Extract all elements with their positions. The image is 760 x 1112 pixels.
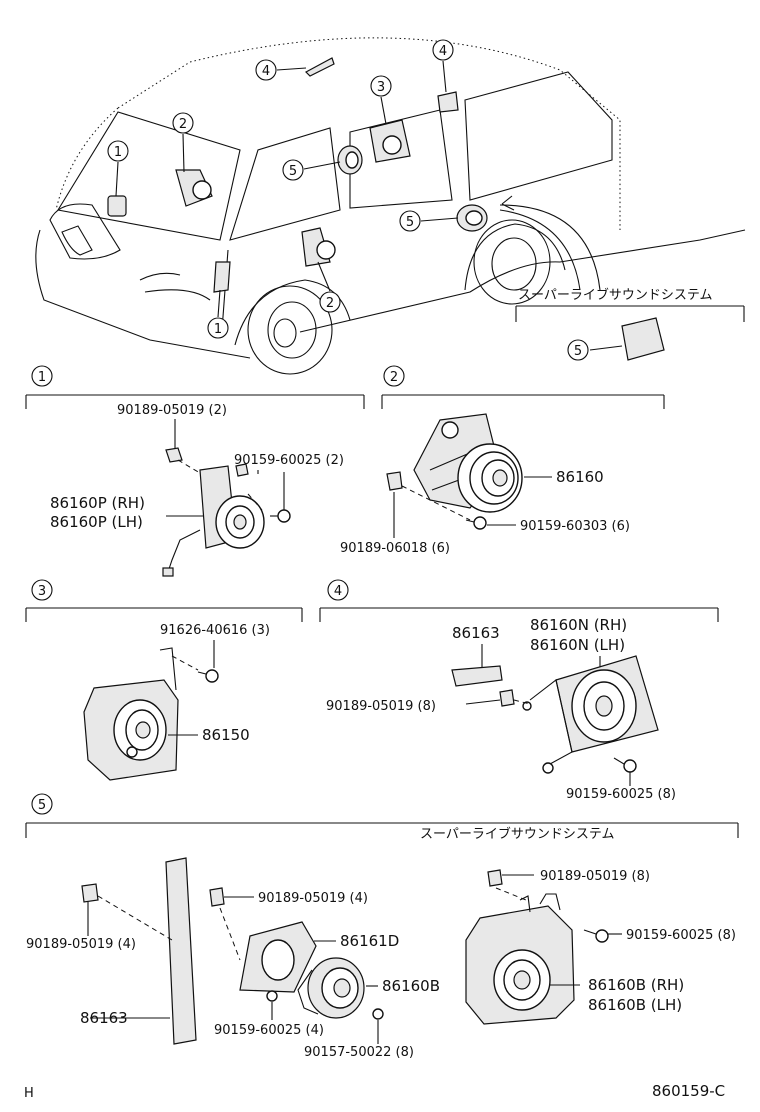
screw-60303-icon (473, 516, 487, 530)
part-number-90189-05019-left: 90189-05019 (4) (26, 937, 136, 952)
section-3: 3 91626-40616 (3) 86150 (25, 579, 303, 781)
part-number-90159-60025-right: 90159-60025 (8) (626, 928, 736, 943)
svg-text:5: 5 (38, 798, 46, 813)
footer-left-code: H (24, 1086, 34, 1101)
part-86160N-lh: 86160N (LH) (530, 636, 625, 654)
part-86160B-lh: 86160B (LH) (588, 996, 682, 1014)
section-1: 1 90189-05019 (2) 90159-60025 (2) 86160P… (25, 365, 365, 577)
part-number-90159-60025-s1: 90159-60025 (2) (234, 453, 344, 468)
svg-text:1: 1 (214, 322, 222, 337)
svg-text:1: 1 (38, 370, 46, 385)
overview-super-live-label: スーパーライブサウンドシステム (518, 287, 712, 303)
screw-right-s5-icon (595, 929, 609, 943)
svg-text:3: 3 (38, 584, 46, 599)
diagram-code: 860159-C (652, 1082, 725, 1100)
svg-text:3: 3 (377, 80, 385, 95)
part-number-90189-06018: 90189-06018 (6) (340, 541, 450, 556)
section-3-number (31, 579, 53, 601)
nut-left-s5 (81, 883, 99, 903)
part-86161D: 86161D (340, 932, 399, 950)
part-number-90159-60303: 90159-60303 (6) (520, 519, 630, 534)
connector (162, 567, 174, 577)
part-86160B: 86160B (382, 977, 440, 995)
callout-2-front (172, 112, 194, 134)
part-86160B-rh: 86160B (RH) (588, 976, 684, 994)
bracket-86163-s4 (451, 665, 503, 687)
callout-4-left (255, 59, 277, 81)
part-number-91626-40616: 91626-40616 (3) (160, 623, 270, 638)
screw-60025-s5-icon (266, 990, 278, 1002)
screw-40616-icon (205, 669, 219, 683)
svg-text:2: 2 (326, 296, 334, 311)
part-86150: 86150 (202, 726, 250, 744)
callout-1-door (207, 317, 229, 339)
callout-5-super (567, 339, 589, 361)
nut-90189-06018 (386, 471, 403, 491)
small-clip (235, 463, 249, 477)
svg-text:2: 2 (390, 370, 398, 385)
callout-5-mid (282, 159, 304, 181)
callout-2-door (319, 291, 341, 313)
svg-text:4: 4 (262, 64, 270, 79)
section-4: 4 86163 86160N (RH) 86160N (LH) 90189-05… (319, 579, 719, 802)
section-5-super-live-label: スーパーライブサウンドシステム (420, 826, 614, 842)
section-2: 2 86160 90189-06018 (6) 90159-60303 (6) (340, 365, 665, 556)
part-86160P-rh: 86160P (RH) (50, 494, 145, 512)
part-number-90159-60025-s5a: 90159-60025 (4) (214, 1023, 324, 1038)
nut-s4 (499, 689, 515, 707)
part-86160N-rh: 86160N (RH) (530, 616, 627, 634)
part-86160P-lh: 86160P (LH) (50, 513, 143, 531)
svg-text:5: 5 (406, 215, 414, 230)
section-2-number (383, 365, 405, 387)
vehicle-outline (35, 37, 746, 375)
screw-s4-icon (623, 759, 637, 773)
part-number-90189-05019-s4: 90189-05019 (8) (326, 699, 436, 714)
section-5: 5 スーパーライブサウンドシステム 86163 90189-05019 (4) … (25, 793, 739, 1060)
screw-icon (277, 509, 291, 523)
part-number-90157-50022: 90157-50022 (8) (304, 1045, 414, 1060)
overview-callouts: 1 2 1 2 3 5 5 4 4 5 (107, 39, 589, 361)
callout-5-rear (399, 210, 421, 232)
clip-nut (165, 447, 183, 463)
callout-1-front (107, 140, 129, 162)
part-86163-s4: 86163 (452, 624, 500, 642)
svg-text:1: 1 (114, 145, 122, 160)
svg-text:5: 5 (574, 344, 582, 359)
part-number-90159-60025-s4: 90159-60025 (8) (566, 787, 676, 802)
nut-top-s5 (487, 869, 503, 887)
nut-mid-s5 (209, 887, 225, 907)
section-4-number (327, 579, 349, 601)
section-5-number (31, 793, 53, 815)
callout-4-right (432, 39, 454, 61)
svg-text:4: 4 (439, 44, 447, 59)
part-number-90189-05019-top: 90189-05019 (8) (540, 869, 650, 884)
callout-3 (370, 75, 392, 97)
part-86163-s5: 86163 (80, 1009, 128, 1027)
part-86160: 86160 (556, 468, 604, 486)
bracket-86163-s5 (165, 857, 197, 1045)
part-number-90189-05019-s1: 90189-05019 (2) (117, 403, 227, 418)
overview-parts (107, 57, 665, 361)
overview-leaders (115, 60, 745, 351)
svg-text:2: 2 (179, 117, 187, 132)
part-number-90189-05019-mid: 90189-05019 (4) (258, 891, 368, 906)
screw-50022-icon (372, 1008, 384, 1020)
svg-text:4: 4 (334, 584, 342, 599)
section-1-number (31, 365, 53, 387)
svg-text:5: 5 (289, 164, 297, 179)
